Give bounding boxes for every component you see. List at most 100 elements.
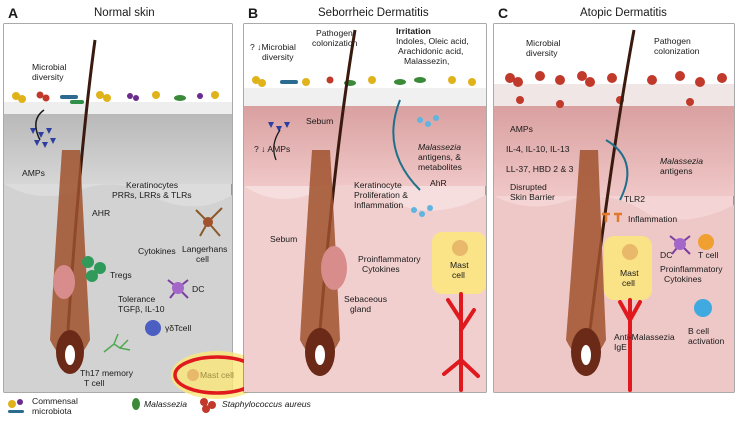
panel-a-keratinocytes-2: PRRs, LRRs & TLRs [112, 190, 192, 200]
panel-b-irritation-2: Arachidonic acid, [398, 46, 463, 56]
panel-a-dc [167, 279, 189, 299]
panel-a-amps [30, 128, 56, 148]
labels-c: C Atopic Dermatitis Microbial diversity … [498, 5, 725, 352]
panel-c-title: Atopic Dermatitis [580, 7, 667, 19]
panel-a-mast-highlight [171, 351, 263, 399]
panel-c-ll: LL-37, HBD 2 & 3 [506, 164, 574, 174]
panel-a-tregs: Tregs [110, 270, 132, 280]
panel-b-papilla [315, 345, 325, 365]
panel-c-follicle [566, 150, 606, 360]
legend-commensal-2: microbiota [32, 406, 72, 416]
panel-c-pathogen-2: colonization [654, 46, 700, 56]
panel-b-sky [244, 24, 486, 88]
panel-b-pathogen-2: colonization [312, 38, 358, 48]
panel-c-mast-1: Mast [620, 268, 639, 278]
panel-a-mast-cell [187, 369, 199, 381]
panel-b-title: Seborrheic Dermatitis [318, 7, 429, 19]
panel-b-stratum-corneum [244, 88, 486, 106]
panel-c-malassezia-2: antigens [660, 166, 693, 176]
panel-a-stratum-corneum [4, 102, 232, 114]
panel-c-barrier-2: Skin Barrier [510, 192, 555, 202]
panel-a-letter: A [8, 5, 18, 21]
panel-b-microbial-1: ? ↓Microbial [250, 42, 296, 52]
legend-commensal-1: Commensal [32, 396, 78, 406]
panel-b-sebaceous-1: Sebaceous [344, 294, 387, 304]
panel-c-dc [669, 235, 691, 255]
panel-c-bcell [694, 299, 712, 317]
panel-c-pathogen-1: Pathogen [654, 36, 691, 46]
panel-b [243, 23, 487, 393]
panel-b-kera-1: Keratinocyte [354, 180, 402, 190]
panel-b-mast-highlight [432, 232, 486, 294]
panel-b-sebaceous-gland [321, 246, 347, 290]
panel-b-malassezia-3: metabolites [418, 162, 462, 172]
panel-b-amps: ? ↓ AMPs [254, 144, 290, 154]
panel-b-ahr: AhR [430, 178, 447, 188]
panel-c-microbial-1: Microbial [526, 38, 560, 48]
panel-c-malassezia-1: Malassezia [660, 156, 703, 166]
labels-a: A Normal skin Microbial diversity AMPs K… [8, 5, 234, 388]
legend-commensal-icon [8, 400, 16, 408]
panel-b-mast-1: Mast [450, 260, 469, 270]
panel-a-arrow-amps [35, 109, 45, 141]
panel-c-tcell: T cell [698, 250, 718, 260]
panel-b-proinflam-2: Cytokines [362, 264, 400, 274]
legend-staph: Staphylococcus aureus [222, 399, 312, 409]
panel-b-red-vessel [442, 292, 480, 392]
panel-a-epidermis [4, 114, 232, 184]
panel-c-il: IL-4, IL-10, IL-13 [506, 144, 570, 154]
panel-a-cytokines: Cytokines [138, 246, 176, 256]
labels-legend: Commensal microbiota Malassezia Staphylo… [32, 396, 312, 416]
panel-c-mast-cell [622, 244, 638, 260]
panel-a [3, 23, 263, 399]
panel-a-title: Normal skin [94, 7, 155, 19]
panel-b-malassezia-2: antigens, & [418, 152, 461, 162]
panel-b-proinflam-1: Proinflammatory [358, 254, 421, 264]
panel-b-sebaceous-2: gland [350, 304, 371, 314]
panel-a-microbial-2: diversity [32, 72, 64, 82]
panel-c-dc: DC [660, 250, 672, 260]
panel-a-langerhans-2: cell [196, 254, 209, 264]
legend-malassezia: Malassezia [144, 399, 187, 409]
panel-c-arrow-malassezia [605, 139, 629, 201]
panel-c-bcell-2: activation [688, 336, 725, 346]
panel-a-sebaceous [53, 265, 75, 299]
labels-b: B Seborrheic Dermatitis ? ↓Microbial div… [248, 5, 469, 314]
panel-c-tlr2: TLR2 [624, 194, 645, 204]
legend-malassezia-icon [132, 398, 140, 410]
panel-c-inflam: Inflammation [628, 214, 677, 224]
panel-c-microbial-2: diversity [526, 48, 558, 58]
legend [8, 398, 216, 413]
panel-b-amps [268, 122, 290, 132]
panel-b-mast-2: cell [452, 270, 465, 280]
panel-b-sebum-top: Sebum [306, 116, 333, 126]
panel-a-tolerance-1: Tolerance [118, 294, 155, 304]
panel-a-gd: γδTcell [165, 323, 191, 333]
panel-b-pathogen-1: Pathogen [316, 28, 353, 38]
panel-b-follicle [300, 150, 340, 360]
panel-b-irritation-3: Malassezin, [404, 56, 449, 66]
panel-a-microbial-1: Microbial [32, 62, 66, 72]
legend-staph-icon [200, 398, 216, 413]
panel-b-kera-3: Inflammation [354, 200, 403, 210]
panel-b-kera-2: Proliferation & [354, 190, 408, 200]
panel-c-anti-2: IgE [614, 342, 627, 352]
panel-b-arrow-irritation [392, 99, 421, 191]
panel-a-tolerance-2: TGFβ, IL-10 [118, 304, 165, 314]
panel-c [493, 23, 735, 393]
panel-c-amps: AMPs [510, 124, 533, 134]
panel-a-sky [4, 24, 232, 102]
panel-c-proinflam-2: Cytokines [664, 274, 702, 284]
panel-b-microbial-2: diversity [262, 52, 294, 62]
panel-a-th17-1: Th17 memory [80, 368, 134, 378]
panel-a-follicle [50, 150, 90, 360]
panel-a-papilla [65, 345, 75, 365]
panel-b-letter: B [248, 5, 258, 21]
panel-c-bcell-1: B cell [688, 326, 709, 336]
panel-b-sebum-low: Sebum [270, 234, 297, 244]
panel-b-irritation: Irritation [396, 26, 431, 36]
panel-b-irritation-1: Indoles, Oleic acid, [396, 36, 469, 46]
panel-a-th17 [103, 333, 131, 353]
panel-b-arrow-amps [273, 129, 281, 161]
